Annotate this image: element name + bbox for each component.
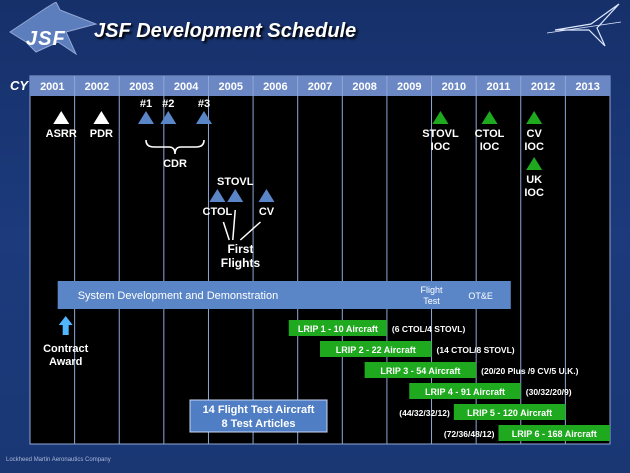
- contract-award-label: Contract: [43, 343, 89, 355]
- milestone-marker: [432, 111, 449, 124]
- milestone-marker: [138, 111, 154, 124]
- sdd-label: System Development and Demonstration: [78, 290, 279, 302]
- lrip-note: (72/36/48/12): [444, 429, 495, 439]
- milestone-label: IOC: [524, 187, 544, 199]
- milestone-marker: [258, 189, 275, 202]
- milestone-label: #2: [162, 98, 174, 110]
- year-label: 2012: [531, 81, 555, 93]
- footer-text: Lockheed Martin Aeronautics Company: [6, 457, 111, 463]
- first-flights-arrow: [239, 221, 261, 241]
- milestone-label: IOC: [524, 141, 544, 153]
- lockheed-star-icon: [546, 3, 622, 47]
- year-label: 2005: [219, 81, 243, 93]
- lrip-bar: [453, 404, 566, 420]
- milestone-label: STOVL: [422, 128, 459, 140]
- milestone-marker: [227, 189, 244, 202]
- lrip-bar: [320, 341, 432, 357]
- year-label: 2003: [129, 81, 153, 93]
- year-label: 2013: [575, 81, 599, 93]
- lrip-label: LRIP 4 - 91 Aircraft: [425, 387, 505, 397]
- first-flights-label: Flights: [221, 256, 261, 270]
- contract-award-arrow: [58, 316, 73, 335]
- milestone-label: CTOL: [475, 128, 505, 140]
- logo-text: JSF: [26, 28, 66, 50]
- year-header-bar: [30, 76, 610, 96]
- cdr-label: CDR: [163, 158, 187, 170]
- cy-label: CY: [10, 78, 29, 93]
- page-title: JSF Development Schedule: [94, 20, 357, 42]
- milestone-marker: [53, 111, 70, 124]
- schedule-grid: [29, 75, 611, 445]
- milestone-label: IOC: [480, 141, 500, 153]
- milestone-label: STOVL: [217, 176, 254, 188]
- year-label: 2010: [442, 81, 466, 93]
- lrip-note: (44/32/32/12): [399, 408, 450, 418]
- ote-label: OT&E: [468, 291, 493, 301]
- milestone-label: UK: [526, 174, 542, 186]
- lrip-note: (14 CTOL/8 STOVL): [437, 345, 515, 355]
- lrip-label: LRIP 5 - 120 Aircraft: [467, 408, 552, 418]
- lrip-note: (20/20 Plus /9 CV/5 U.K.): [481, 366, 578, 376]
- lrip-label: LRIP 1 - 10 Aircraft: [298, 324, 378, 334]
- milestone-marker: [526, 111, 543, 124]
- milestone-marker: [160, 111, 177, 124]
- year-label: 2009: [397, 81, 421, 93]
- lrip-label: LRIP 2 - 22 Aircraft: [336, 345, 416, 355]
- flight-test-label: Test: [423, 296, 440, 306]
- jet-silhouette-icon: [9, 2, 98, 56]
- cdr-bracket: [145, 139, 205, 155]
- milestone-marker: [481, 111, 498, 124]
- milestone-marker: [526, 157, 543, 170]
- lrip-note: (30/32/20/9): [526, 387, 572, 397]
- year-label: 2008: [352, 81, 376, 93]
- milestone-label: #1: [140, 98, 152, 110]
- first-flights-label: First: [227, 242, 253, 256]
- milestone-label: #3: [198, 98, 210, 110]
- lrip-label: LRIP 6 - 168 Aircraft: [512, 429, 597, 439]
- lrip-bar: [498, 425, 610, 441]
- milestone-label: CV: [259, 206, 275, 218]
- year-label: 2004: [174, 81, 199, 93]
- lrip-bar: [288, 320, 387, 336]
- jsf-logo: [9, 2, 98, 56]
- flight-test-label: Flight: [421, 285, 444, 295]
- flight-test-box-text: 8 Test Articles: [222, 418, 296, 430]
- flight-test-box: [189, 399, 328, 433]
- year-label: 2011: [487, 81, 511, 93]
- sdd-bar: [57, 281, 511, 309]
- milestone-marker: [93, 111, 110, 124]
- first-flights-arrow: [232, 209, 236, 241]
- milestone-label: PDR: [90, 128, 113, 140]
- first-flights-arrow: [222, 221, 230, 241]
- milestone-label: CV: [527, 128, 543, 140]
- year-label: 2001: [40, 81, 64, 93]
- year-label: 2007: [308, 81, 332, 93]
- year-label: 2006: [263, 81, 287, 93]
- lrip-note: (6 CTOL/4 STOVL): [392, 324, 466, 334]
- milestone-marker: [196, 111, 212, 124]
- contract-award-label: Award: [49, 356, 82, 368]
- milestone-label: CTOL: [203, 206, 233, 218]
- flight-test-box-text: 14 Flight Test Aircraft: [203, 404, 315, 416]
- year-label: 2002: [85, 81, 109, 93]
- lrip-bar: [364, 362, 477, 378]
- milestone-label: IOC: [431, 141, 451, 153]
- lrip-bar: [409, 383, 521, 399]
- milestone-marker: [209, 189, 226, 202]
- lrip-label: LRIP 3 - 54 Aircraft: [380, 366, 460, 376]
- milestone-label: ASRR: [46, 128, 77, 140]
